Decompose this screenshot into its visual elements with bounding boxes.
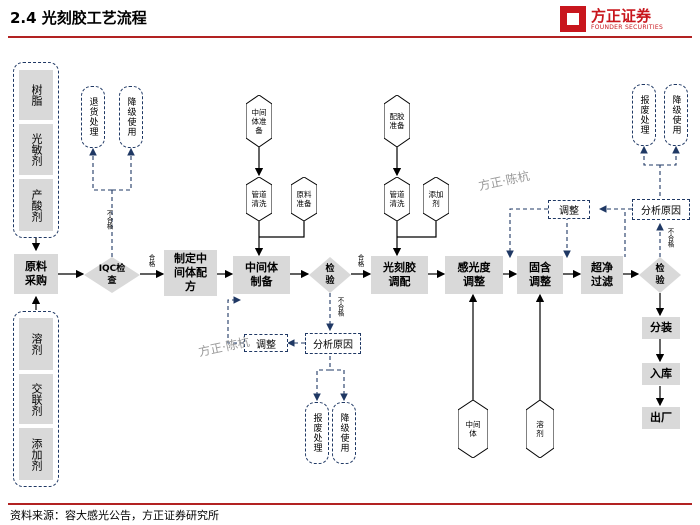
step-procurement: 原料采购	[14, 254, 58, 294]
brand-name-cn: 方正证券	[591, 7, 652, 25]
hex-material-prep: 原料准备	[291, 177, 317, 221]
hex-intermediate: 中间体	[458, 400, 488, 458]
insp1-scrap-box: 报废处理	[305, 402, 329, 464]
iqc-return-box: 退货处理	[81, 86, 105, 148]
iqc-downgrade-box: 降级使用	[119, 86, 143, 148]
source-note: 资料来源：容大感光公告，方正证券研究所	[10, 509, 219, 522]
step-packing: 分装	[642, 317, 680, 339]
decision-inspect1: 检验	[309, 257, 351, 293]
step-filter: 超净过滤	[581, 256, 623, 294]
bottom-inputs-group	[13, 311, 59, 487]
decision-iqc: IQC检查	[84, 257, 140, 293]
step-mix: 光刻胶调配	[371, 256, 428, 294]
label-fail-iqc: 不合格	[105, 210, 113, 230]
input-additive: 添加剂	[19, 428, 53, 480]
header-divider	[8, 36, 692, 38]
input-solvent: 溶剂	[19, 318, 53, 370]
input-crosslinker: 交联剂	[19, 374, 53, 424]
label-fail-insp1: 不合格	[336, 297, 344, 317]
input-acid-generator: 产酸剂	[19, 179, 53, 231]
label-pass-iqc: 合格	[147, 254, 155, 267]
step-formulate: 制定中间体配方	[164, 250, 217, 296]
founder-logo-icon	[560, 6, 586, 32]
page-title: 2.4 光刻胶工艺流程	[10, 9, 147, 27]
hex-pipe-clean-right: 管道清洗	[384, 177, 410, 221]
analyze-box-left: 分析原因	[305, 333, 361, 354]
step-storage: 入库	[642, 363, 680, 385]
label-fail-insp2: 不合格	[666, 228, 674, 248]
footer-divider	[8, 503, 692, 505]
analyze-box-right: 分析原因	[632, 199, 690, 220]
insp1-downgrade-box: 降级使用	[332, 402, 356, 464]
adjust-box-right: 调整	[548, 200, 590, 219]
step-shipment: 出厂	[642, 407, 680, 429]
step-solid-content: 固含调整	[517, 256, 563, 294]
brand-logo: 方正证券 FOUNDER SECURITIES	[560, 5, 695, 35]
decision-inspect2: 检验	[639, 257, 681, 293]
inspect1-label: 检验	[325, 264, 335, 286]
adjust-box-left: 调整	[244, 334, 288, 352]
inspect2-label: 检验	[655, 264, 665, 286]
hex-glue-prep: 配胶准备	[384, 95, 410, 147]
hex-additive: 添加剂	[423, 177, 449, 221]
hex-pipe-clean-left: 管道清洗	[246, 177, 272, 221]
top-inputs-group	[13, 62, 59, 238]
hex-intermediate-prep: 中间体准备	[246, 95, 272, 147]
input-resin: 树脂	[19, 70, 53, 120]
step-intermediate: 中间体制备	[233, 256, 290, 294]
iqc-label: IQC检查	[98, 264, 126, 286]
step-sensitivity: 感光度调整	[445, 256, 503, 294]
label-pass-insp1: 合格	[356, 254, 364, 267]
brand-name-en: FOUNDER SECURITIES	[591, 24, 664, 31]
input-photosensitizer: 光敏剂	[19, 124, 53, 175]
insp2-scrap-box: 报废处理	[632, 84, 656, 146]
insp2-downgrade-box: 降级使用	[664, 84, 688, 146]
hex-solvent: 溶剂	[526, 400, 554, 458]
